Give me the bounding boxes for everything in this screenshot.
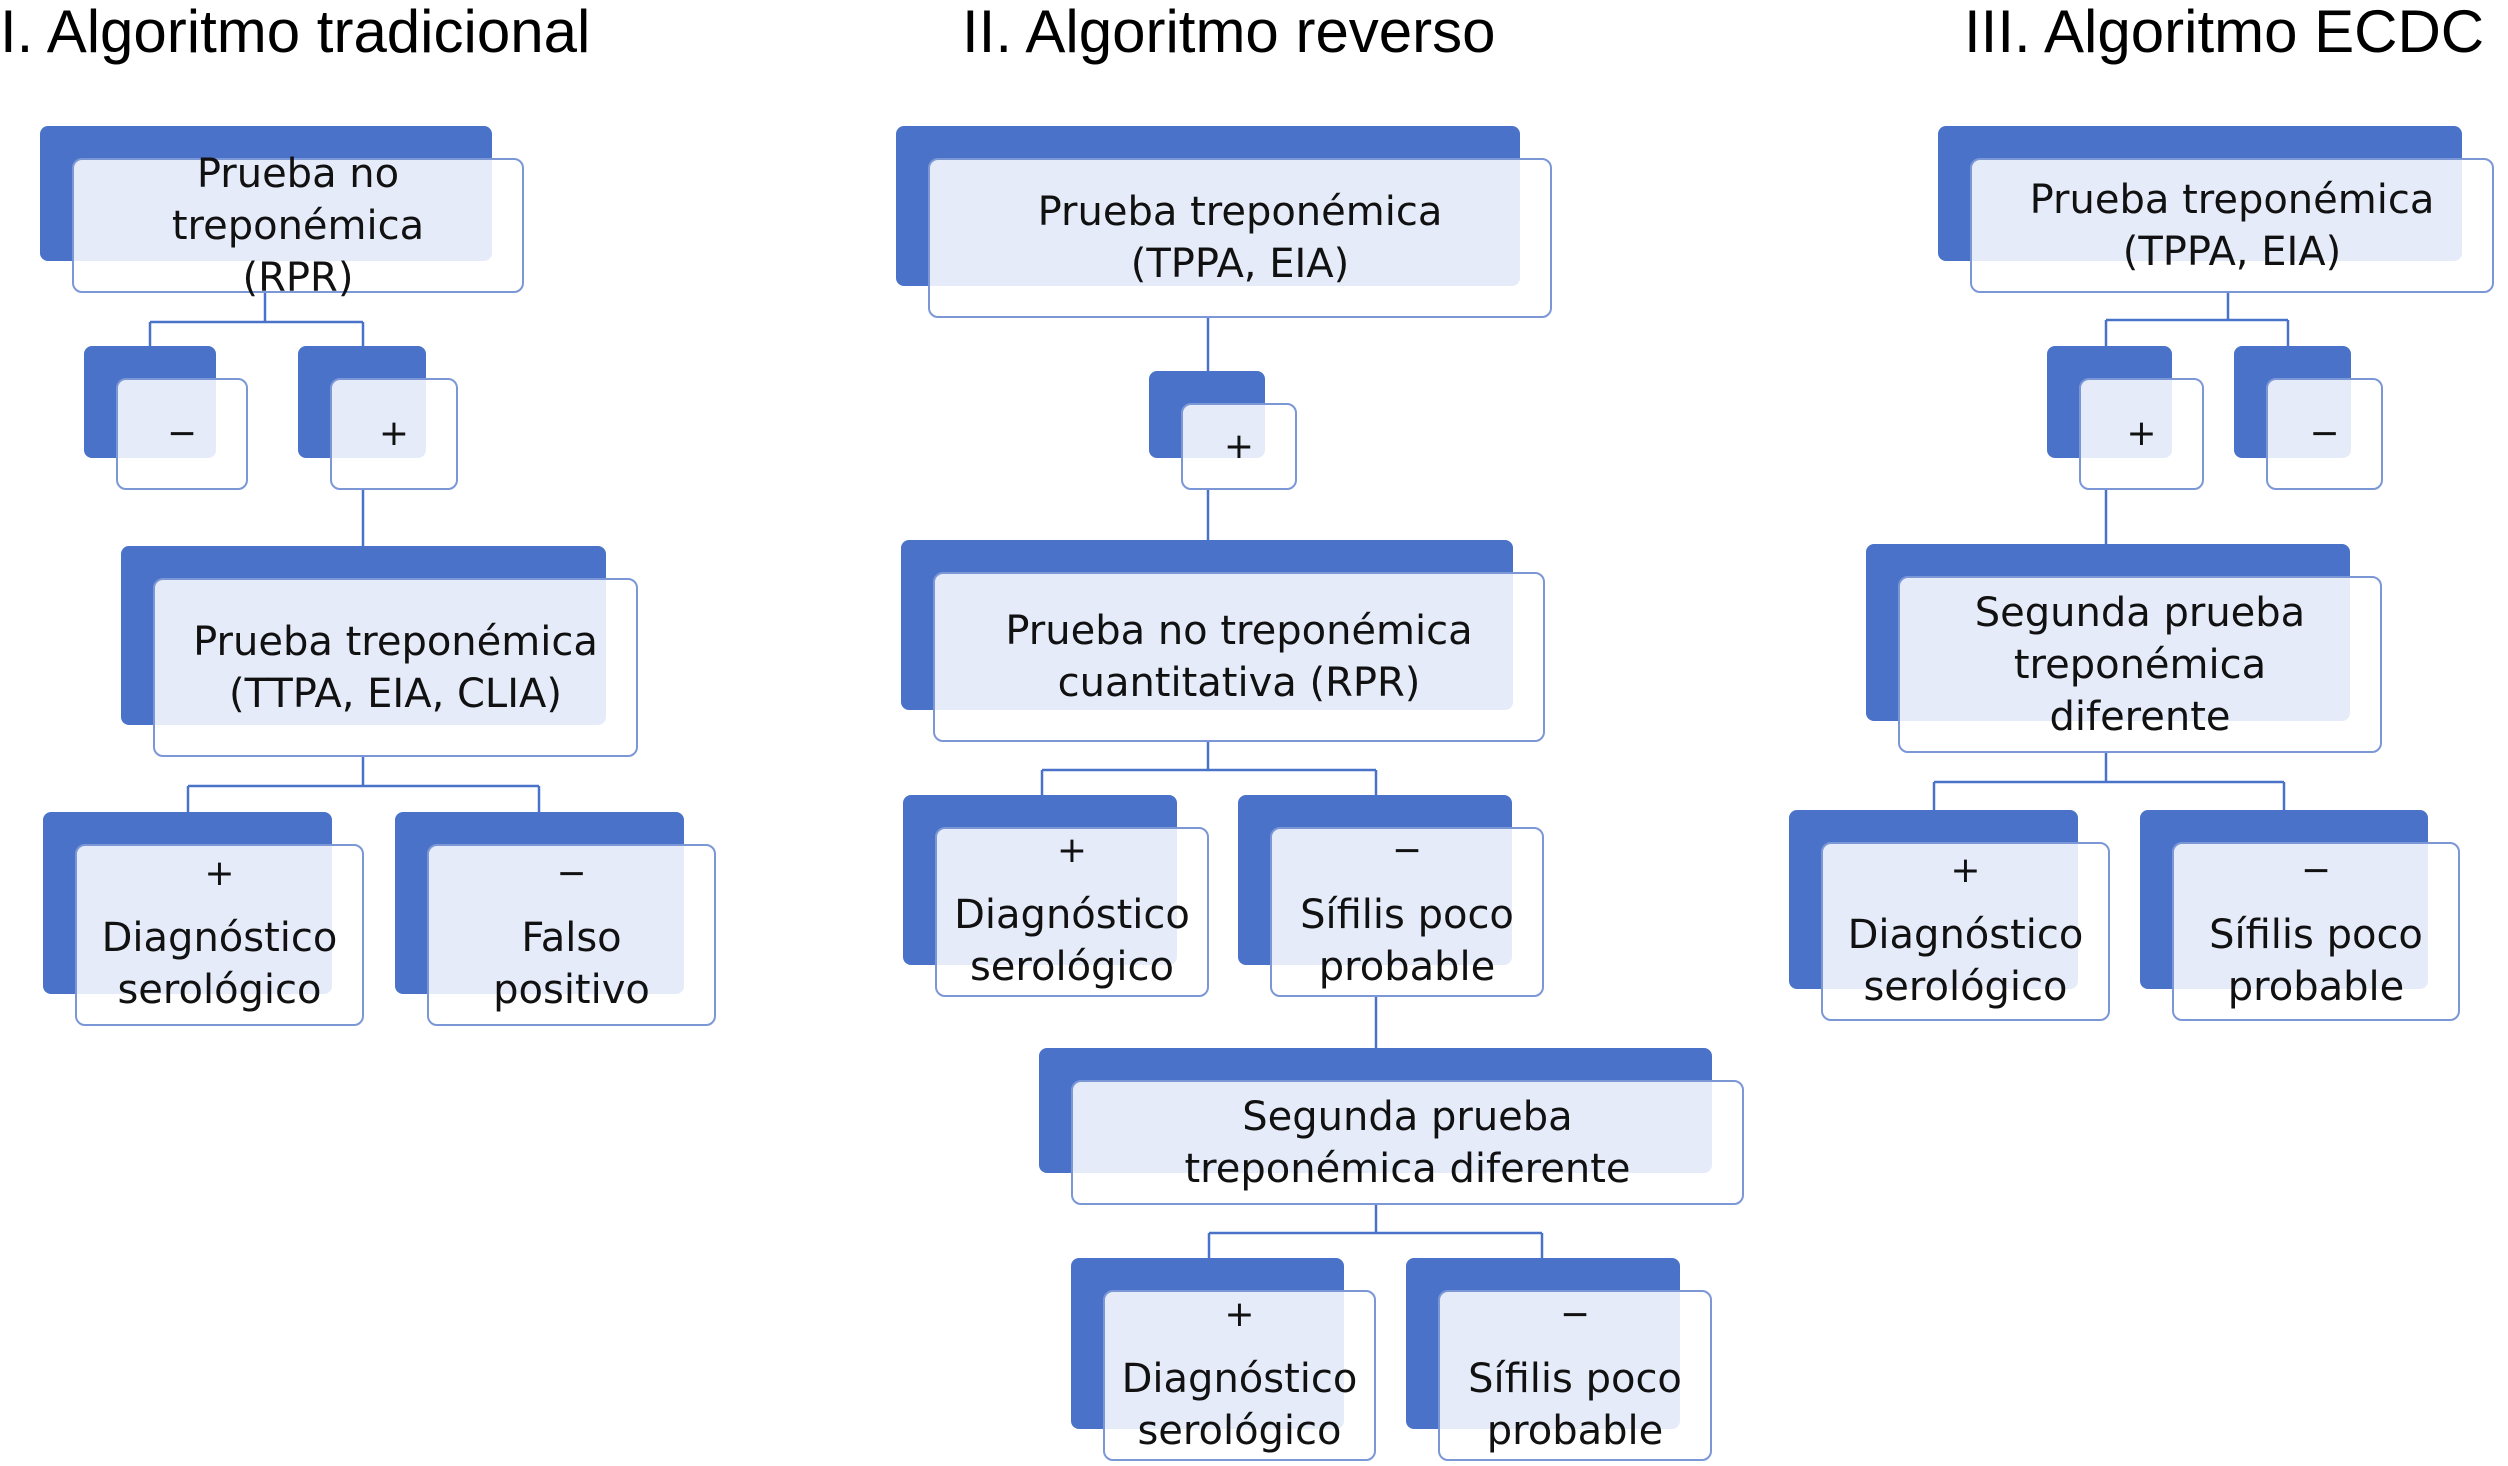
negative-sign: −: [1391, 830, 1423, 871]
node-first-test-rev: Prueba treponémica (TPPA, EIA): [896, 126, 1552, 318]
node-final-neg-rev: − Sífilis poco probable: [1406, 1258, 1712, 1461]
positive-sign: +: [378, 413, 410, 454]
connector: [186, 757, 541, 812]
negative-sign: −: [166, 413, 198, 454]
node-label: Segunda prueba treponémica diferente: [1974, 589, 2306, 740]
node-first-test-trad: Prueba no treponémica (RPR): [40, 126, 524, 301]
negative-sign: −: [556, 853, 587, 894]
node-label: Sífilis poco probable: [1300, 892, 1514, 990]
node-pos-ecdc: +: [2047, 346, 2204, 490]
node-label: Diagnóstico serológico: [1847, 911, 2084, 1010]
positive-sign: +: [204, 853, 235, 894]
node-third-test-rev: Segunda prueba treponémica diferente: [1039, 1048, 1744, 1205]
node-label: Diagnóstico serológico: [1121, 1355, 1358, 1454]
negative-sign: −: [2309, 413, 2340, 454]
node-label: Prueba no treponémica (RPR): [171, 150, 425, 301]
node-result-pos-ecdc: + Diagnóstico serológico: [1789, 810, 2110, 1021]
connector: [1932, 753, 2286, 810]
node-pos-rev: +: [1149, 371, 1297, 490]
node-label: Prueba treponémica (TPPA, EIA): [2029, 176, 2435, 275]
node-label: Diagnóstico serológico: [101, 915, 338, 1013]
node-label: Falso positivo: [493, 915, 650, 1013]
node-result-pos-rev: + Diagnóstico serológico: [903, 795, 1209, 997]
node-label: Diagnóstico serológico: [954, 892, 1190, 990]
node-neg-ecdc: −: [2234, 346, 2383, 490]
positive-sign: +: [1224, 1293, 1255, 1335]
negative-sign: −: [1559, 1293, 1591, 1335]
title-traditional: I. Algoritmo tradicional: [0, 0, 591, 65]
node-pos-trad: +: [298, 346, 458, 490]
node-label: Segunda prueba treponémica diferente: [1184, 1093, 1631, 1192]
title-reverse: II. Algoritmo reverso: [962, 0, 1496, 65]
node-label: Prueba treponémica (TPPA, EIA): [1037, 189, 1443, 287]
node-label: Sífilis poco probable: [2209, 911, 2423, 1010]
positive-sign: +: [1056, 830, 1088, 871]
connector: [148, 293, 365, 346]
node-result-neg-rev: − Sífilis poco probable: [1238, 795, 1544, 997]
node-label: Prueba no treponémica cuantitativa (RPR): [1005, 608, 1473, 706]
node-second-test-ecdc: Segunda prueba treponémica diferente: [1866, 544, 2382, 753]
node-second-test-rev: Prueba no treponémica cuantitativa (RPR): [901, 540, 1545, 742]
connector: [1207, 1205, 1544, 1258]
node-result-pos-trad: + Diagnóstico serológico: [43, 812, 364, 1026]
node-label: Prueba treponémica (TTPA, EIA, CLIA): [193, 618, 598, 717]
positive-sign: +: [2126, 413, 2157, 454]
node-label: Sífilis poco probable: [1468, 1355, 1682, 1454]
node-result-neg-ecdc: − Sífilis poco probable: [2140, 810, 2460, 1021]
node-result-neg-trad: − Falso positivo: [395, 812, 716, 1026]
connector: [2104, 293, 2290, 346]
title-ecdc: III. Algoritmo ECDC: [1964, 0, 2485, 65]
connector: [1040, 742, 1378, 795]
node-first-test-ecdc: Prueba treponémica (TPPA, EIA): [1938, 126, 2494, 293]
node-neg-trad: −: [84, 346, 248, 490]
negative-sign: −: [2300, 849, 2332, 891]
positive-sign: +: [1950, 849, 1981, 891]
positive-sign: +: [1223, 425, 1255, 467]
node-second-test-trad: Prueba treponémica (TTPA, EIA, CLIA): [121, 546, 638, 757]
node-final-pos-rev: + Diagnóstico serológico: [1071, 1258, 1376, 1461]
